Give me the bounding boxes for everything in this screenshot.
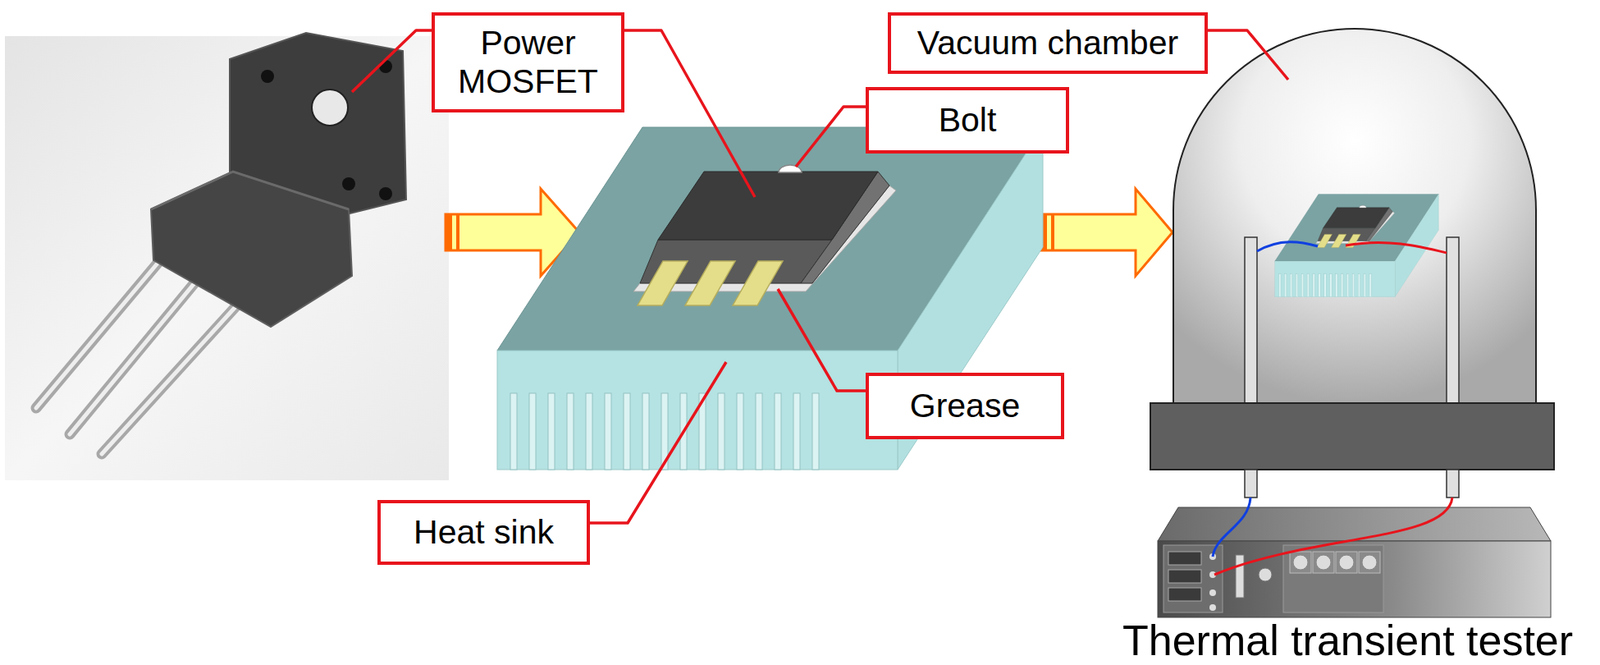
leader-line: [624, 30, 755, 197]
leader-line: [777, 288, 866, 391]
fin-gap: [548, 393, 555, 470]
mosfet-lead: [101, 290, 251, 454]
tester-display: [1235, 554, 1244, 598]
heatsink-assembly: [497, 127, 1043, 470]
mosfet-body: [150, 171, 352, 327]
callout-box: Grease: [865, 372, 1065, 439]
tester-knob: [1362, 554, 1377, 570]
fin-gap: [736, 393, 744, 470]
tester-knob: [1258, 567, 1272, 581]
tester-top: [1157, 507, 1551, 541]
arrow-stripe: [456, 214, 460, 251]
tester-slot: [1168, 551, 1202, 565]
block-arrow: [1040, 188, 1173, 276]
arrow-stripe: [445, 214, 453, 251]
tester-knob: [1293, 554, 1308, 570]
tester-port: [1209, 589, 1216, 596]
mosfet-lead: [637, 260, 688, 306]
fin-gap: [755, 393, 763, 470]
leader-line: [795, 106, 866, 167]
fin-gap: [604, 393, 612, 470]
vacuum-bell-jar: [1173, 28, 1536, 403]
red-wire: [1214, 497, 1453, 575]
tester-button: [1312, 551, 1335, 573]
tester-front: [1157, 540, 1551, 618]
fin-gap: [774, 393, 782, 470]
callout-text: Power MOSFET: [446, 23, 610, 101]
callout-text: Vacuum chamber: [917, 23, 1179, 63]
tester-panel: [1283, 544, 1384, 613]
tester-knob: [1339, 554, 1354, 570]
mounting-hole: [311, 89, 348, 126]
feedthrough-post: [1446, 469, 1459, 498]
fin-gap: [793, 393, 800, 470]
leader-line: [589, 361, 727, 523]
mold-dot: [342, 177, 356, 191]
feedthrough-post: [1244, 469, 1258, 498]
mold-dot: [379, 59, 393, 74]
mosfet-lead: [732, 260, 783, 306]
callout-text: Grease: [909, 386, 1020, 426]
fin-gap: [623, 393, 631, 470]
chamber-base: [1150, 402, 1555, 470]
feedthrough-post: [1446, 237, 1459, 403]
mosfet-top: [658, 171, 878, 240]
fin-gap: [642, 393, 650, 470]
red-wire: [1345, 242, 1447, 253]
fin-gap: [717, 393, 725, 470]
fin-gap: [585, 393, 593, 470]
fin-gap: [812, 393, 819, 470]
callout-text: Bolt: [938, 100, 997, 140]
callout-box: Heat sink: [377, 499, 590, 565]
mold-dot: [379, 187, 393, 201]
callout-box: Power MOSFET: [431, 12, 625, 113]
leader-line: [352, 30, 432, 92]
fin-gap: [529, 393, 536, 470]
tester-button: [1289, 551, 1312, 573]
body-edge: [150, 171, 349, 210]
heatsink-fins: [510, 393, 819, 470]
lead-highlight: [101, 290, 251, 454]
arrow-stripe: [1051, 214, 1055, 251]
tester-button: [1358, 551, 1381, 573]
tester-port: [1209, 603, 1216, 611]
feedthrough-post: [1244, 237, 1258, 403]
blue-wire: [1212, 497, 1251, 557]
mold-dot: [260, 69, 275, 83]
leader-line: [1207, 30, 1289, 80]
tester-slot: [1168, 569, 1202, 583]
tester-slot: [1168, 587, 1202, 601]
figure-caption: Thermal transient tester: [1122, 618, 1573, 662]
callout-box: Bolt: [865, 86, 1070, 154]
bolt-head: [778, 164, 802, 173]
fin-gap: [566, 393, 574, 470]
blue-wire: [1257, 242, 1318, 252]
fin-gap: [510, 393, 517, 470]
callout-text: Heat sink: [413, 512, 554, 552]
tester-button: [1335, 551, 1358, 573]
mosfet-lead: [685, 260, 736, 306]
callout-box: Vacuum chamber: [887, 12, 1208, 74]
tester-knob: [1316, 554, 1331, 570]
